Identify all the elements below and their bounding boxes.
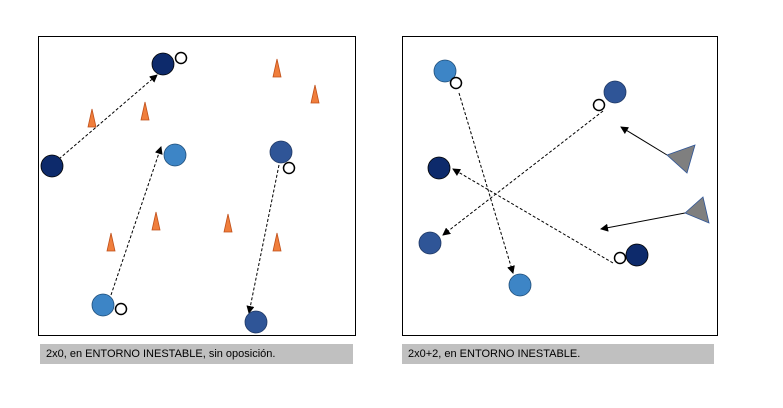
- player-dark: [625, 243, 649, 267]
- pass-arrow: [458, 92, 515, 274]
- player-mid: [244, 310, 268, 334]
- player-light: [91, 293, 115, 317]
- pass-arrow: [442, 110, 604, 236]
- cone: [140, 101, 150, 121]
- player-mid: [418, 231, 442, 255]
- cone: [87, 108, 97, 128]
- ball: [592, 98, 606, 112]
- right-caption: 2x0+2, en ENTORNO INESTABLE.: [402, 344, 714, 364]
- cone: [223, 213, 233, 233]
- defender-arrow: [620, 126, 668, 156]
- pass-arrow: [246, 164, 280, 314]
- player-light: [508, 273, 532, 297]
- diagram-left: [38, 36, 356, 336]
- cone: [151, 211, 161, 231]
- defender-arrow: [600, 212, 686, 232]
- player-light: [163, 143, 187, 167]
- diagram-right: [402, 36, 718, 336]
- left-drill-diagram: [40, 51, 320, 334]
- ball: [114, 302, 128, 316]
- pass-arrow: [452, 168, 614, 264]
- defender: [684, 196, 710, 224]
- defender: [666, 144, 696, 174]
- player-dark: [151, 52, 175, 76]
- pass-arrow: [110, 146, 163, 296]
- ball: [449, 76, 463, 90]
- player-dark: [40, 154, 64, 178]
- left-caption: 2x0, en ENTORNO INESTABLE, sin oposición…: [40, 344, 353, 364]
- cone: [272, 232, 282, 252]
- pass-arrow: [58, 74, 158, 160]
- cone: [272, 58, 282, 78]
- ball: [613, 251, 627, 265]
- cone: [106, 232, 116, 252]
- player-mid: [269, 140, 293, 164]
- ball: [282, 161, 296, 175]
- player-light: [433, 59, 457, 83]
- cone: [310, 84, 320, 104]
- player-mid: [603, 80, 627, 104]
- right-drill-diagram: [418, 59, 710, 297]
- player-dark: [427, 156, 451, 180]
- ball: [174, 51, 188, 65]
